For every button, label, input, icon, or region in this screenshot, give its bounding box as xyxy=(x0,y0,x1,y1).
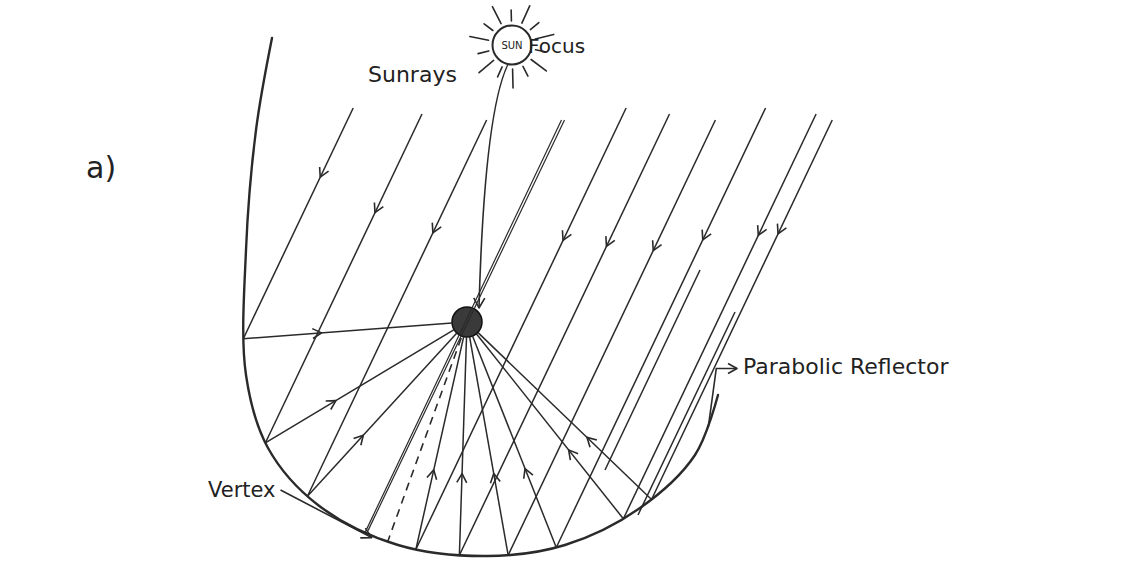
sun-circle: SUN xyxy=(491,24,533,66)
focus-label: Focus xyxy=(528,34,585,58)
sunrays-label: Sunrays xyxy=(368,62,457,87)
reflector-label: Parabolic Reflector xyxy=(743,354,948,379)
leader-lines xyxy=(281,48,737,538)
sun-ray-lines xyxy=(243,108,832,555)
figure-label: a) xyxy=(86,150,116,185)
sun-label: SUN xyxy=(491,40,533,51)
principal-axis xyxy=(388,338,462,542)
focus-point xyxy=(452,307,482,337)
parabolic-reflector xyxy=(243,38,718,556)
vertex-label: Vertex xyxy=(208,478,276,502)
